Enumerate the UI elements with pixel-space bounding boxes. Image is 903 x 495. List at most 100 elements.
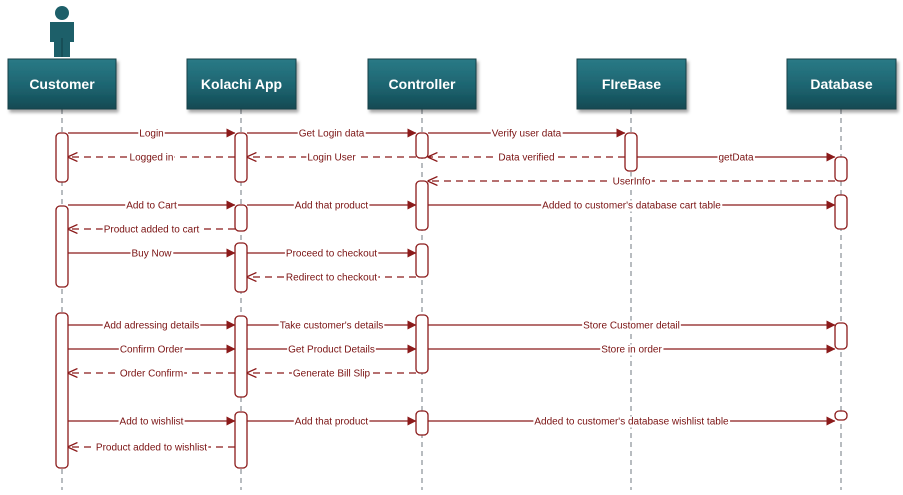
- person-icon: [50, 6, 74, 57]
- participant-label: Controller: [389, 76, 456, 92]
- message-label: Added to customer's database cart table: [542, 201, 721, 212]
- message-label-bg: [600, 344, 664, 356]
- activation-bar-database: [834, 156, 848, 182]
- lifelines: [61, 109, 842, 490]
- participant-label: Customer: [29, 76, 95, 92]
- message-label: Data verified: [498, 153, 554, 164]
- message-label-bg: [717, 152, 755, 164]
- message-label: Add to Cart: [126, 201, 177, 212]
- message-call: Store Customer detail: [428, 320, 836, 332]
- participant-box: [186, 58, 297, 110]
- message-label-bg: [611, 176, 652, 188]
- message-call: Get Product Details: [247, 344, 417, 356]
- message-call: Buy Now: [68, 248, 236, 260]
- participant-label: Database: [810, 76, 872, 92]
- message-label-bg: [128, 152, 175, 164]
- message-label-bg: [497, 152, 556, 164]
- message-return: Login User: [247, 153, 416, 164]
- participant-customer: Customer: [7, 58, 117, 110]
- message-label: Verify user data: [492, 129, 562, 140]
- message-label: Product added to cart: [104, 225, 200, 236]
- message-call: Added to customer's database wishlist ta…: [428, 416, 836, 428]
- message-label-bg: [278, 320, 385, 332]
- messages: Login Get Login data Verify user dataLogge…: [68, 128, 836, 454]
- message-label: Login: [139, 129, 163, 140]
- participant-box: [786, 58, 897, 110]
- message-return: Redirect to checkout: [247, 273, 416, 284]
- message-return: Logged in: [68, 153, 235, 164]
- message-call: Proceed to checkout: [247, 248, 417, 260]
- participant-label: Kolachi App: [201, 76, 282, 92]
- activation-bar-kolachi: [234, 132, 248, 183]
- activation-bar-customer: [55, 312, 69, 469]
- message-label-bg: [102, 320, 201, 332]
- message-call: Login: [68, 128, 236, 140]
- message-label-bg: [118, 416, 185, 428]
- message-label-bg: [297, 128, 366, 140]
- message-label-bg: [118, 344, 185, 356]
- message-label-bg: [287, 344, 376, 356]
- message-label: Added to customer's database wishlist ta…: [534, 417, 729, 428]
- message-call: Add adressing details: [68, 320, 236, 332]
- activation-bar-database: [834, 410, 848, 421]
- message-label: Proceed to checkout: [286, 249, 377, 260]
- message-label: Login User: [307, 153, 356, 164]
- activation-bar-controller: [415, 243, 429, 278]
- message-label-bg: [130, 248, 174, 260]
- message-call: Take customer's details: [247, 320, 417, 332]
- message-label: Take customer's details: [280, 321, 384, 332]
- message-label: Add to wishlist: [120, 417, 184, 428]
- message-label-bg: [490, 128, 563, 140]
- activation-bar-database: [834, 194, 848, 230]
- message-call: Add that product: [247, 416, 417, 428]
- message-return: Data verified: [428, 153, 625, 164]
- message-label: Product added to wishlist: [96, 443, 207, 454]
- participant-box: [367, 58, 477, 110]
- participant-database: Database: [786, 58, 897, 110]
- message-label-bg: [293, 200, 370, 212]
- message-label: Add that product: [295, 417, 369, 428]
- activation-bar-firebase: [624, 132, 638, 172]
- message-label: Get Product Details: [288, 345, 375, 356]
- activation-bar-kolachi: [234, 204, 248, 232]
- participant-box: [576, 58, 687, 110]
- message-label-bg: [291, 368, 372, 380]
- message-return: Order Confirm: [68, 369, 235, 380]
- participant-headers: Customer Kolachi App Controller FIreBase Dat…: [7, 58, 897, 110]
- participant-label: FIreBase: [602, 76, 661, 92]
- message-call: Confirm Order: [68, 344, 236, 356]
- activation-bar-controller: [415, 314, 429, 374]
- message-call: Add to wishlist: [68, 416, 236, 428]
- message-label: Confirm Order: [120, 345, 184, 356]
- activation-bar-kolachi: [234, 242, 248, 293]
- message-return: Product added to wishlist: [68, 443, 235, 454]
- message-label: getData: [718, 153, 753, 164]
- activation-bar-controller: [415, 132, 429, 159]
- message-label: Redirect to checkout: [286, 273, 377, 284]
- message-label: Logged in: [130, 153, 174, 164]
- message-label: Buy Now: [131, 249, 172, 260]
- activation-bar-controller: [415, 410, 429, 436]
- message-label: Store Customer detail: [583, 321, 680, 332]
- participant-box: [7, 58, 117, 110]
- activation-bars: [55, 132, 848, 469]
- activation-bar-controller: [415, 180, 429, 231]
- participant-kolachi: Kolachi App: [186, 58, 297, 110]
- message-label: Add adressing details: [104, 321, 200, 332]
- activation-bar-kolachi: [234, 411, 248, 469]
- message-label: Get Login data: [299, 129, 365, 140]
- message-label: Generate Bill Slip: [293, 369, 371, 380]
- message-call: Add to Cart: [68, 200, 236, 212]
- message-label-bg: [94, 442, 209, 454]
- message-label-bg: [125, 200, 179, 212]
- message-label-bg: [284, 272, 379, 284]
- participant-controller: Controller: [367, 58, 477, 110]
- message-label-bg: [582, 320, 681, 332]
- message-label-bg: [541, 200, 723, 212]
- message-call: Verify user data: [428, 128, 626, 140]
- activation-bar-database: [834, 322, 848, 350]
- message-label-bg: [138, 128, 165, 140]
- message-label: Store in order: [601, 345, 662, 356]
- message-call: Add that product: [247, 200, 417, 212]
